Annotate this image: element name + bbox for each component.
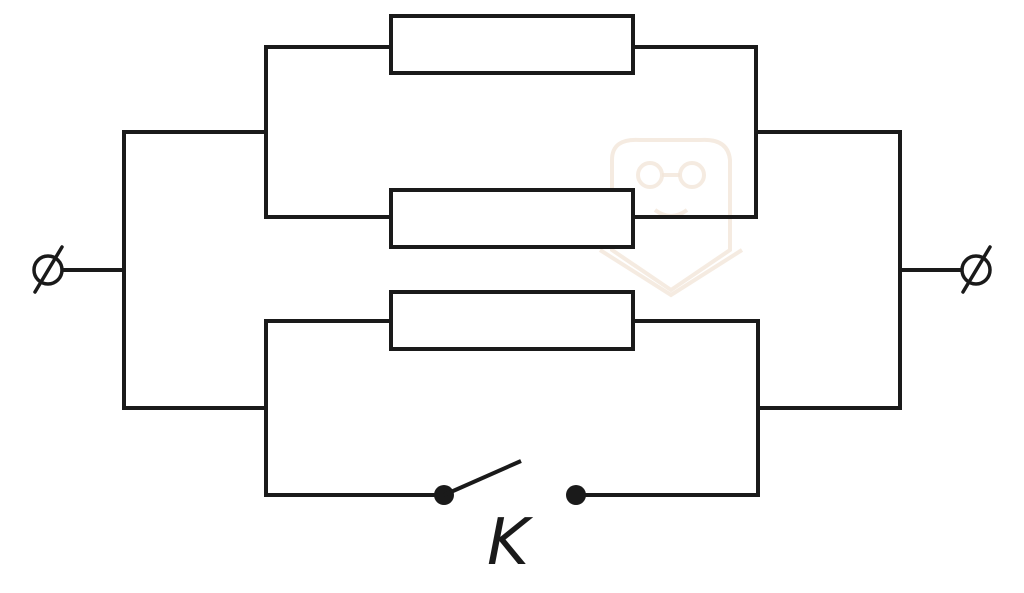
- resistor-bottom: [389, 290, 635, 351]
- lower-branch-right-wire: [576, 319, 760, 497]
- terminal-right-slash: [961, 245, 992, 294]
- terminal-right: [960, 245, 992, 294]
- upper-pair-right-wire: [633, 45, 758, 219]
- left-main-bus: [122, 130, 266, 410]
- switch-k: [434, 459, 586, 505]
- upper-pair-left-wire: [264, 45, 391, 219]
- terminal-left-slash: [33, 245, 64, 294]
- right-main-bus: [756, 130, 902, 410]
- switch-label: K: [487, 506, 534, 580]
- wires: [62, 45, 962, 497]
- switch-contact-right: [566, 485, 586, 505]
- resistor-middle: [389, 188, 635, 249]
- resistor-top: [389, 14, 635, 75]
- terminal-left: [32, 245, 64, 294]
- lower-branch-left-wire: [264, 319, 444, 497]
- switch-lever: [443, 459, 522, 497]
